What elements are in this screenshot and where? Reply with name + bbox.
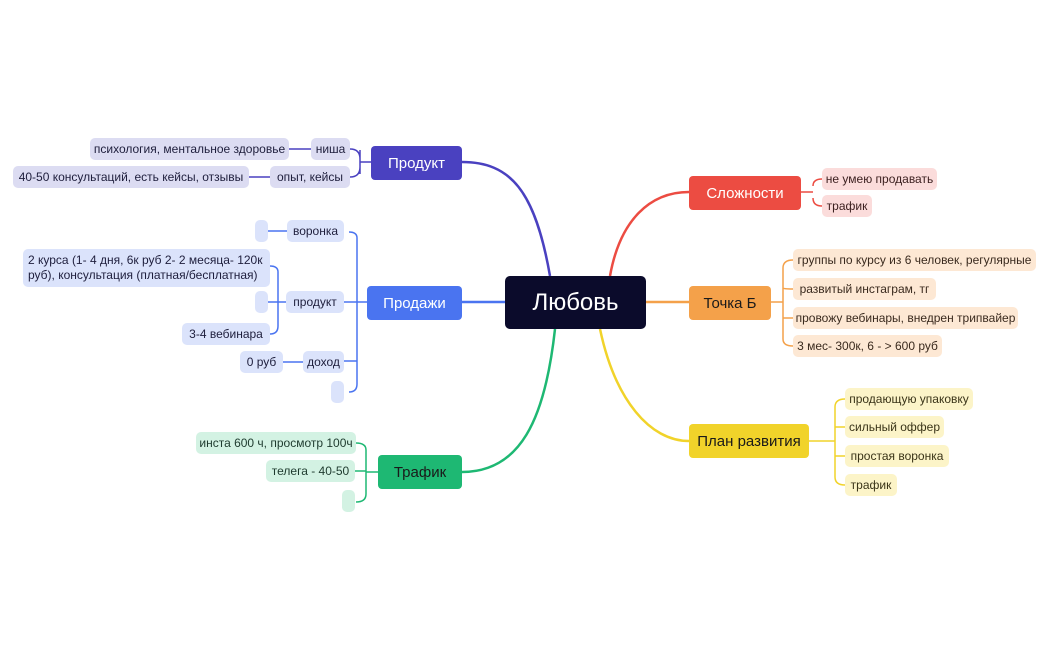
link-sales-sub <box>344 231 367 393</box>
plan-packaging[interactable]: продающую упаковку <box>845 388 973 410</box>
sales-income[interactable]: доход <box>303 351 344 373</box>
traffic-empty-child[interactable] <box>342 490 355 512</box>
branch-difficulties[interactable]: Сложности <box>689 176 801 210</box>
sales-income-detail[interactable]: 0 руб <box>240 351 283 373</box>
sales-product[interactable]: продукт <box>286 291 344 313</box>
link-root-plan <box>598 328 690 443</box>
pointb-groups[interactable]: группы по курсу из 6 человек, регулярные <box>793 249 1036 271</box>
pointb-instagram[interactable]: развитый инстаграм, тг <box>793 278 936 300</box>
link-traffic-sub <box>355 442 378 503</box>
product-niche[interactable]: ниша <box>311 138 350 160</box>
product-niche-detail[interactable]: психология, ментальное здоровье <box>90 138 289 160</box>
link-pointb-sub <box>771 259 794 347</box>
link-root-difficulties <box>608 190 690 277</box>
plan-offer[interactable]: сильный оффер <box>845 416 944 438</box>
sales-product-webinars[interactable]: 3-4 вебинара <box>182 323 270 345</box>
branch-plan[interactable]: План развития <box>689 424 809 458</box>
link-root-traffic <box>461 328 557 474</box>
product-experience[interactable]: опыт, кейсы <box>270 166 350 188</box>
difficulty-traffic[interactable]: трафик <box>822 195 872 217</box>
sales-product-empty[interactable] <box>255 291 268 313</box>
product-experience-detail[interactable]: 40-50 консультаций, есть кейсы, отзывы <box>13 166 249 188</box>
branch-traffic[interactable]: Трафик <box>378 455 462 489</box>
link-salesproduct-items <box>268 265 286 335</box>
link-plan-sub <box>809 398 846 486</box>
branch-sales[interactable]: Продажи <box>367 286 462 320</box>
sales-product-courses[interactable]: 2 курса (1- 4 дня, 6к руб 2- 2 месяца- 1… <box>23 249 270 287</box>
traffic-insta[interactable]: инста 600 ч, просмотр 100ч <box>196 432 356 454</box>
pointb-webinars[interactable]: провожу вебинары, внедрен трипвайер <box>793 307 1018 329</box>
sales-empty-child[interactable] <box>331 381 344 403</box>
link-root-product <box>461 160 552 277</box>
traffic-telegram[interactable]: телега - 40-50 <box>266 460 355 482</box>
plan-funnel[interactable]: простая воронка <box>845 445 949 467</box>
central-topic[interactable]: Любовь <box>505 276 646 329</box>
plan-traffic[interactable]: трафик <box>845 474 897 496</box>
sales-funnel-empty[interactable] <box>255 220 268 242</box>
link-difficulties-sub <box>801 178 823 207</box>
branch-product[interactable]: Продукт <box>371 146 462 180</box>
difficulty-selling[interactable]: не умею продавать <box>822 168 937 190</box>
branch-point-b[interactable]: Точка Б <box>689 286 771 320</box>
pointb-revenue[interactable]: 3 мес- 300к, 6 - > 600 руб <box>793 335 942 357</box>
sales-funnel[interactable]: воронка <box>287 220 344 242</box>
link-product-sub <box>349 148 371 178</box>
